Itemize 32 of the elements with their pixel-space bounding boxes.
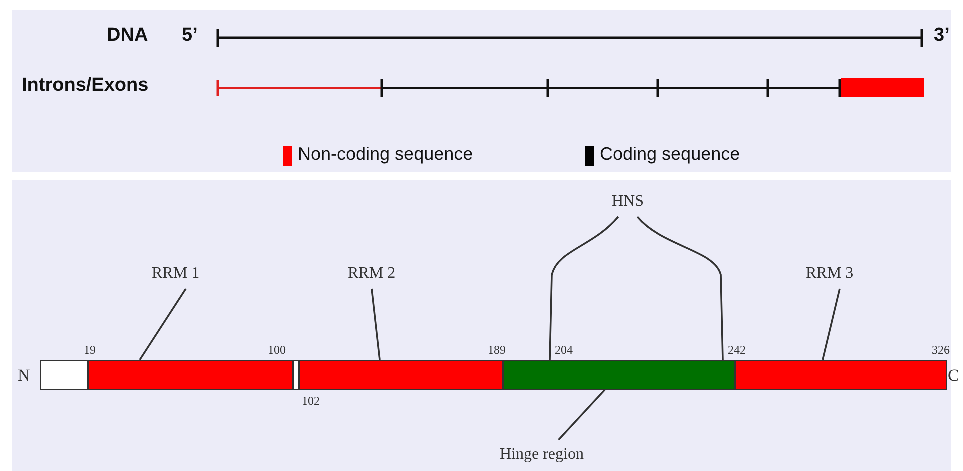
leader-line bbox=[822, 288, 841, 360]
end-label: 5’ bbox=[182, 25, 198, 47]
leader-line bbox=[558, 389, 606, 441]
protein-segment bbox=[293, 360, 299, 390]
domain-label: HNS bbox=[612, 193, 644, 211]
leader-line bbox=[549, 216, 620, 360]
region-label: Hinge region bbox=[500, 446, 584, 464]
row-label: DNA bbox=[107, 25, 148, 47]
leader-line bbox=[371, 288, 381, 360]
residue-number: 189 bbox=[488, 343, 506, 358]
legend-label: Coding sequence bbox=[600, 144, 740, 165]
domain-segment bbox=[503, 360, 735, 390]
domain-label: RRM 1 bbox=[152, 265, 200, 283]
residue-number: 326 bbox=[932, 343, 950, 358]
residue-number: 204 bbox=[555, 343, 573, 358]
domain-label: RRM 3 bbox=[806, 265, 854, 283]
domain-segment bbox=[735, 360, 947, 390]
terminus-label: N bbox=[18, 366, 30, 386]
terminus-label: C bbox=[948, 366, 960, 386]
residue-number: 242 bbox=[728, 343, 746, 358]
end-label: 3’ bbox=[934, 25, 950, 47]
residue-number: 19 bbox=[84, 343, 96, 358]
domain-label: RRM 2 bbox=[348, 265, 396, 283]
residue-number: 100 bbox=[268, 343, 286, 358]
residue-number: 102 bbox=[302, 394, 320, 409]
protein-segment bbox=[40, 360, 88, 390]
row-label: Introns/Exons bbox=[22, 75, 149, 97]
domain-segment bbox=[299, 360, 503, 390]
legend-label: Non-coding sequence bbox=[298, 144, 474, 165]
domain-segment bbox=[88, 360, 293, 390]
leader-line bbox=[139, 288, 187, 360]
leader-line bbox=[636, 216, 724, 360]
